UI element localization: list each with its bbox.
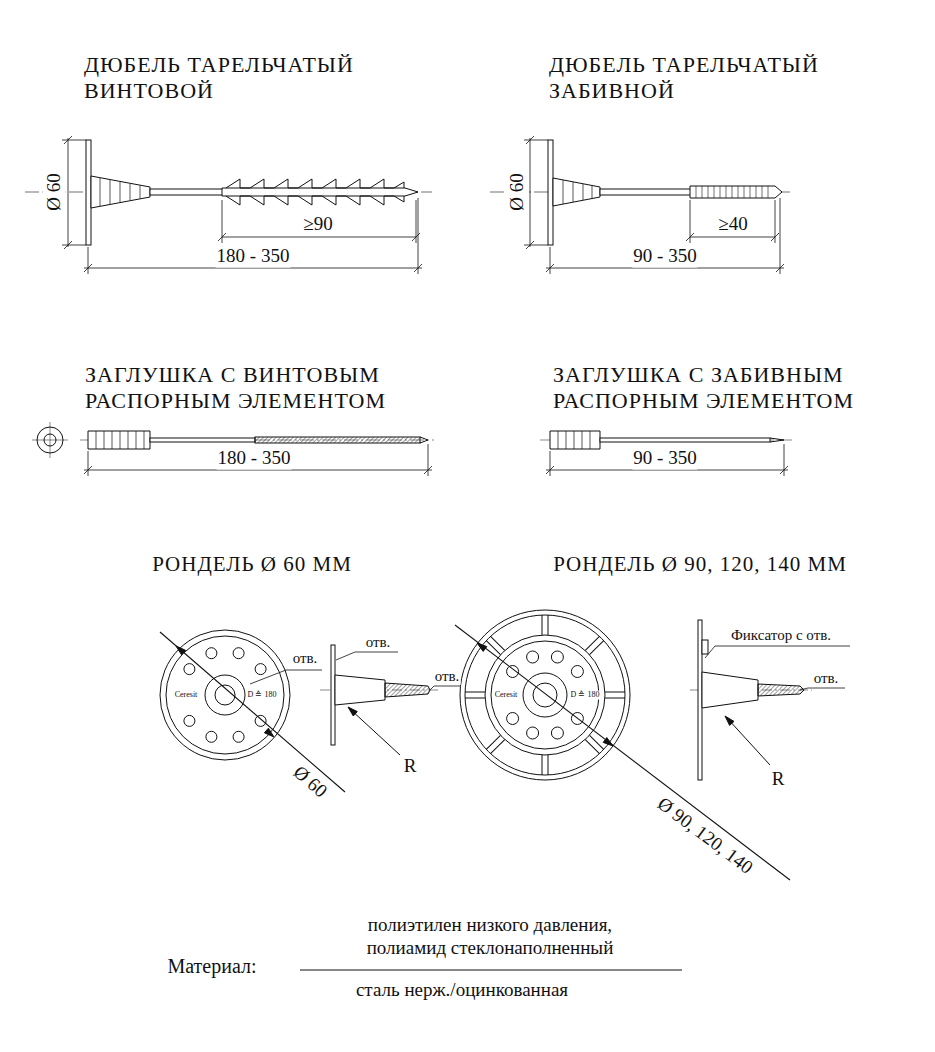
dimension: Ø 60 [288, 760, 333, 803]
part-heading: ЗАГЛУШКА С ВИНТОВЫМ РАСПОРНЫМ ЭЛЕМЕНТОМ [84, 362, 446, 415]
part-heading: РОНДЕЛЬ Ø 60 ММ [151, 552, 353, 577]
radius-mark: R [403, 755, 418, 778]
dimension: Ø 90, 120, 140 [652, 792, 758, 880]
callout-text: отв. [434, 667, 461, 685]
washer-90-140-side [690, 620, 850, 780]
dimension: ≥40 [717, 213, 748, 236]
screw-dowel [25, 136, 432, 274]
brand-mark: Ceresit [174, 691, 199, 700]
diameter-leader [160, 632, 345, 792]
part-heading: РОНДЕЛЬ Ø 90, 120, 140 ММ [552, 552, 848, 577]
fraction-line [300, 970, 682, 971]
material-value: полиэтилен низкого давления, полиамид ст… [342, 914, 639, 960]
dimension: 180 - 350 [217, 447, 292, 470]
diameter-leader [455, 625, 790, 880]
screw-plug [32, 422, 434, 476]
size-mark: D ≙ 180 [570, 691, 601, 700]
callout-text: отв. [292, 649, 319, 667]
dimension: Ø 60 [506, 172, 529, 211]
radius-mark: R [771, 768, 786, 791]
material-caption: Материал: [166, 954, 257, 978]
washer-60 [160, 630, 290, 760]
hammer-plug [540, 431, 792, 476]
part-heading: ЗАГЛУШКА С ЗАБИВНЫМ РАСПОРНЫМ ЭЛЕМЕНТОМ [552, 362, 914, 415]
hammer-dowel [490, 136, 792, 274]
part-heading: ДЮБЕЛЬ ТАРЕЛЬЧАТЫЙ ЗАБИВНОЙ [548, 52, 880, 105]
brand-mark: Ceresit [494, 691, 519, 700]
dimension: 180 - 350 [216, 245, 291, 268]
callout-text: Фиксатор с отв. [730, 626, 832, 644]
dimension: ≥90 [302, 213, 333, 236]
size-mark: D ≙ 180 [247, 691, 278, 700]
dimension: 90 - 350 [632, 447, 697, 470]
washer-60-side [320, 645, 462, 755]
dimension: 90 - 350 [632, 245, 697, 268]
callout-text: отв. [365, 633, 392, 651]
washer-90-140 [460, 610, 630, 780]
dimension: Ø 60 [43, 172, 66, 211]
part-heading: ДЮБЕЛЬ ТАРЕЛЬЧАТЫЙ ВИНТОВОЙ [83, 52, 415, 105]
callout-text: отв. [813, 669, 840, 687]
material-value: сталь нерж./оцинкованная [355, 979, 569, 1002]
